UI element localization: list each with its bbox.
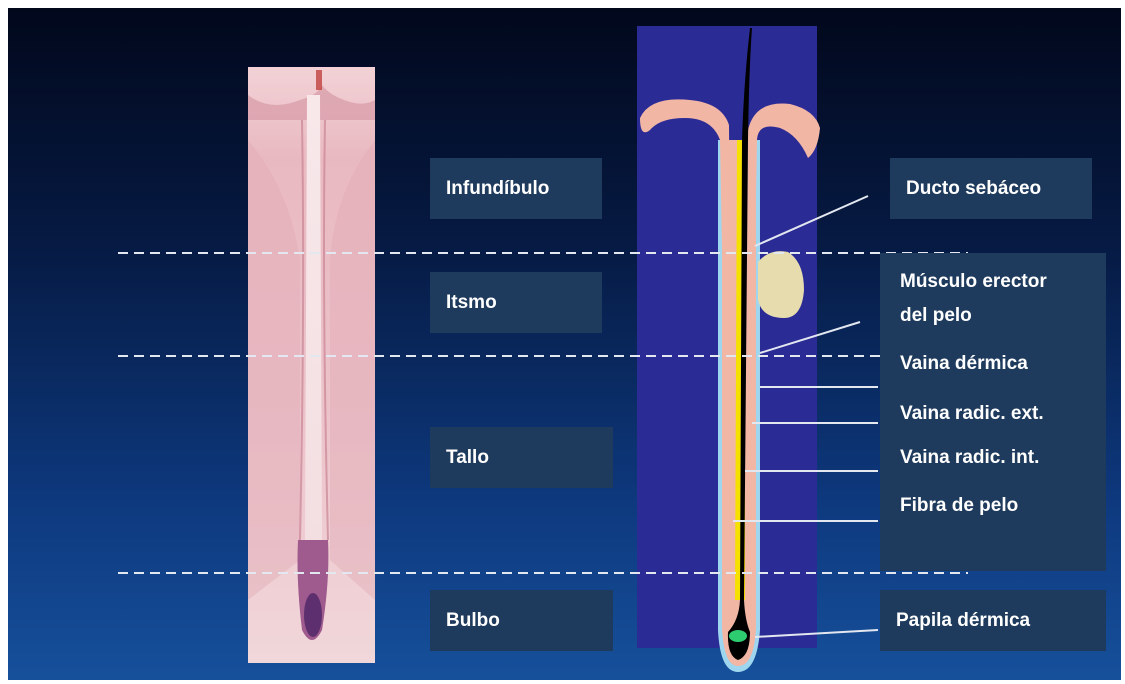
label-ducto-sebaceo-text: Ducto sebáceo <box>906 178 1041 200</box>
label-infundibulo-text: Infundíbulo <box>446 178 549 200</box>
label-infundibulo: Infundíbulo <box>430 158 602 219</box>
label-vaina-dermica: Vaina dérmica <box>900 347 1106 381</box>
sebaceous-gland <box>758 251 804 318</box>
label-bulbo: Bulbo <box>430 590 613 651</box>
label-musculo-line1: Músculo erector <box>900 265 1106 299</box>
label-musculo-line2: del pelo <box>900 299 1106 333</box>
follicle-schematic <box>637 26 820 672</box>
label-group-layers: Músculo erector del pelo Vaina dérmica V… <box>880 253 1106 571</box>
label-tallo-text: Tallo <box>446 447 489 469</box>
label-papila-dermica: Papila dérmica <box>880 590 1106 651</box>
label-itsmo-text: Itsmo <box>446 292 497 314</box>
label-vaina-radic-ext: Vaina radic. ext. <box>900 397 1106 431</box>
label-vaina-radic-int: Vaina radic. int. <box>900 441 1106 475</box>
label-ducto-sebaceo: Ducto sebáceo <box>890 158 1092 219</box>
follicle-canal <box>305 95 322 540</box>
label-bulbo-text: Bulbo <box>446 610 500 632</box>
dermal-papilla <box>729 630 747 642</box>
label-fibra-de-pelo: Fibra de pelo <box>900 489 1106 523</box>
dermal-papilla-stain <box>304 593 322 637</box>
label-tallo: Tallo <box>430 427 613 488</box>
label-papila-dermica-text: Papila dérmica <box>896 610 1030 632</box>
label-itsmo: Itsmo <box>430 272 602 333</box>
hair-tip-stain <box>316 70 322 90</box>
